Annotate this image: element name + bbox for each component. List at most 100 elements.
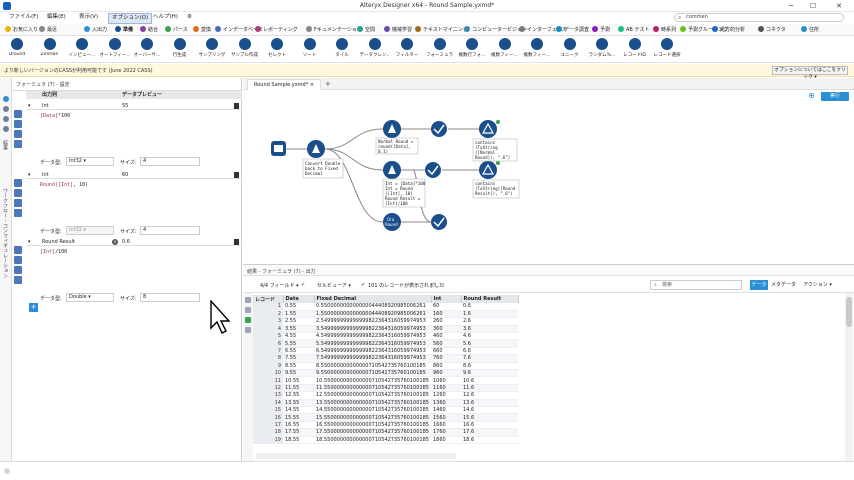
table-cell[interactable]: 15.550000000000000710542735760100185	[314, 413, 431, 422]
table-cell[interactable]: 11.550000000000000710542735760100185	[314, 384, 431, 393]
table-cell[interactable]: 7.55	[283, 354, 314, 363]
table-cell[interactable]: 8.6	[461, 362, 518, 371]
tool-button[interactable]: ランダム%…	[587, 38, 617, 58]
table-cell[interactable]: 1860	[431, 436, 461, 444]
tab-category[interactable]: 時系列	[653, 26, 676, 34]
menu-help[interactable]: ヘルプ(H)	[153, 14, 178, 20]
tab-category[interactable]: コネクタ	[758, 26, 786, 34]
config-icon[interactable]	[3, 106, 9, 112]
workflow-tab[interactable]: Round Sample.yxmd* ×	[247, 79, 322, 90]
table-cell[interactable]: 960	[431, 369, 461, 378]
function-icon[interactable]	[14, 179, 22, 187]
table-cell[interactable]: 1560	[431, 413, 461, 422]
check-node[interactable]	[425, 162, 441, 178]
function-icon[interactable]	[14, 110, 22, 118]
table-cell[interactable]: 860	[431, 362, 461, 371]
variable-icon[interactable]	[14, 120, 22, 128]
table-cell[interactable]: 4.6	[461, 332, 518, 341]
table-cell[interactable]: 4.549999999999999822364316059974953	[314, 332, 431, 341]
table-cell[interactable]: 13.55	[283, 399, 314, 407]
table-cell[interactable]: 3	[253, 317, 283, 326]
table-cell[interactable]: 560	[431, 339, 461, 348]
tab-category[interactable]: コンピュータービジョン	[464, 26, 527, 34]
table-cell[interactable]: 7.549999999999999822364316059974953	[314, 354, 431, 363]
tab-category[interactable]: AB テスト	[618, 26, 649, 34]
clear-icon[interactable]: ×	[112, 239, 118, 245]
table-cell[interactable]: 260	[431, 317, 461, 326]
column-header[interactable]: レコード	[253, 295, 284, 303]
formula-node[interactable]	[383, 120, 401, 138]
check-icon[interactable]: ✔	[301, 282, 306, 288]
table-cell[interactable]: 1660	[431, 421, 461, 430]
table-cell[interactable]: 10	[253, 369, 283, 378]
table-cell[interactable]: 760	[431, 354, 461, 363]
history-icon[interactable]	[245, 327, 251, 333]
table-cell[interactable]: 60	[431, 303, 461, 311]
formula-node[interactable]	[307, 140, 325, 158]
expression-editor[interactable]: [Int]/100	[40, 249, 67, 255]
search-input[interactable]: ⌕commen	[674, 13, 844, 22]
table-cell[interactable]: 17.55	[283, 428, 314, 437]
column-header[interactable]: Round Result	[461, 295, 519, 303]
trash-icon[interactable]	[234, 103, 239, 109]
table-cell[interactable]: 9.55	[283, 369, 314, 378]
table-cell[interactable]: 460	[431, 332, 461, 341]
size-input[interactable]: 4	[140, 226, 200, 235]
scroll-thumb[interactable]	[846, 297, 852, 327]
table-cell[interactable]: 1.6	[461, 310, 518, 319]
table-cell[interactable]: 160	[431, 310, 461, 319]
collapse-icon[interactable]: ▾	[28, 239, 31, 245]
table-cell[interactable]: 18.550000000000000710542735760100185	[314, 436, 431, 444]
table-cell[interactable]: 360	[431, 325, 461, 334]
gear-icon[interactable]: ⚙	[187, 14, 192, 20]
horizontal-scrollbar[interactable]	[256, 453, 456, 459]
arrow-up-icon[interactable]: ↑	[432, 282, 437, 288]
workflow-canvas[interactable]: ⊕ 実行	[243, 90, 854, 262]
table-cell[interactable]: 16	[253, 413, 283, 422]
list-icon[interactable]	[245, 297, 251, 303]
arrow-down-icon[interactable]: ↓	[441, 282, 446, 288]
tool-button[interactable]: ZenHan	[35, 38, 65, 57]
datatype-select[interactable]: Int32 ▾	[66, 226, 114, 235]
annotation-box[interactable]	[375, 137, 419, 155]
table-cell[interactable]: 11.6	[461, 384, 518, 393]
tool-button[interactable]: セレクト	[262, 38, 292, 58]
table-cell[interactable]: 16.550000000000000710542735760100185	[314, 421, 431, 430]
table-cell[interactable]: 7	[253, 347, 283, 356]
table-cell[interactable]: 9.550000000000000710542735760100185	[314, 369, 431, 378]
tab-category[interactable]: 予測	[592, 26, 610, 34]
table-cell[interactable]: 13.6	[461, 399, 518, 407]
vertical-label-config[interactable]: ワークフロー - コンフィギュレーション	[2, 188, 8, 278]
menu-file[interactable]: ファイル(F)	[9, 14, 39, 20]
tool-button[interactable]: Dround	[2, 38, 32, 57]
table-cell[interactable]: 10.6	[461, 376, 518, 385]
menu-view[interactable]: 表示(V)	[79, 14, 99, 20]
close-button[interactable]: ✕	[836, 2, 842, 10]
table-cell[interactable]: 6	[253, 339, 283, 348]
tab-category[interactable]: テキストマイニング	[415, 26, 468, 34]
column-header[interactable]: Data	[283, 295, 315, 303]
table-cell[interactable]: 14.55	[283, 406, 314, 415]
tool-button[interactable]: ユニーク	[555, 38, 585, 58]
table-cell[interactable]: 13.550000000000000710542735760100185	[314, 399, 431, 407]
tab-category[interactable]: 空間	[357, 26, 375, 34]
trash-icon[interactable]	[234, 172, 239, 178]
datatype-select[interactable]: Int32 ▾	[66, 157, 114, 166]
table-cell[interactable]: 8	[253, 354, 283, 363]
expression-editor[interactable]: Round([Int], 10)	[40, 182, 88, 188]
trash-icon[interactable]	[234, 239, 239, 245]
output-column-row[interactable]: ▾Round Result×0.6	[26, 238, 242, 246]
table-cell[interactable]: 1.55	[283, 310, 314, 319]
function-icon[interactable]	[14, 246, 22, 254]
tool-button[interactable]: フォーミュラ	[425, 38, 455, 58]
metadata-button[interactable]: メタデータ	[771, 282, 797, 288]
